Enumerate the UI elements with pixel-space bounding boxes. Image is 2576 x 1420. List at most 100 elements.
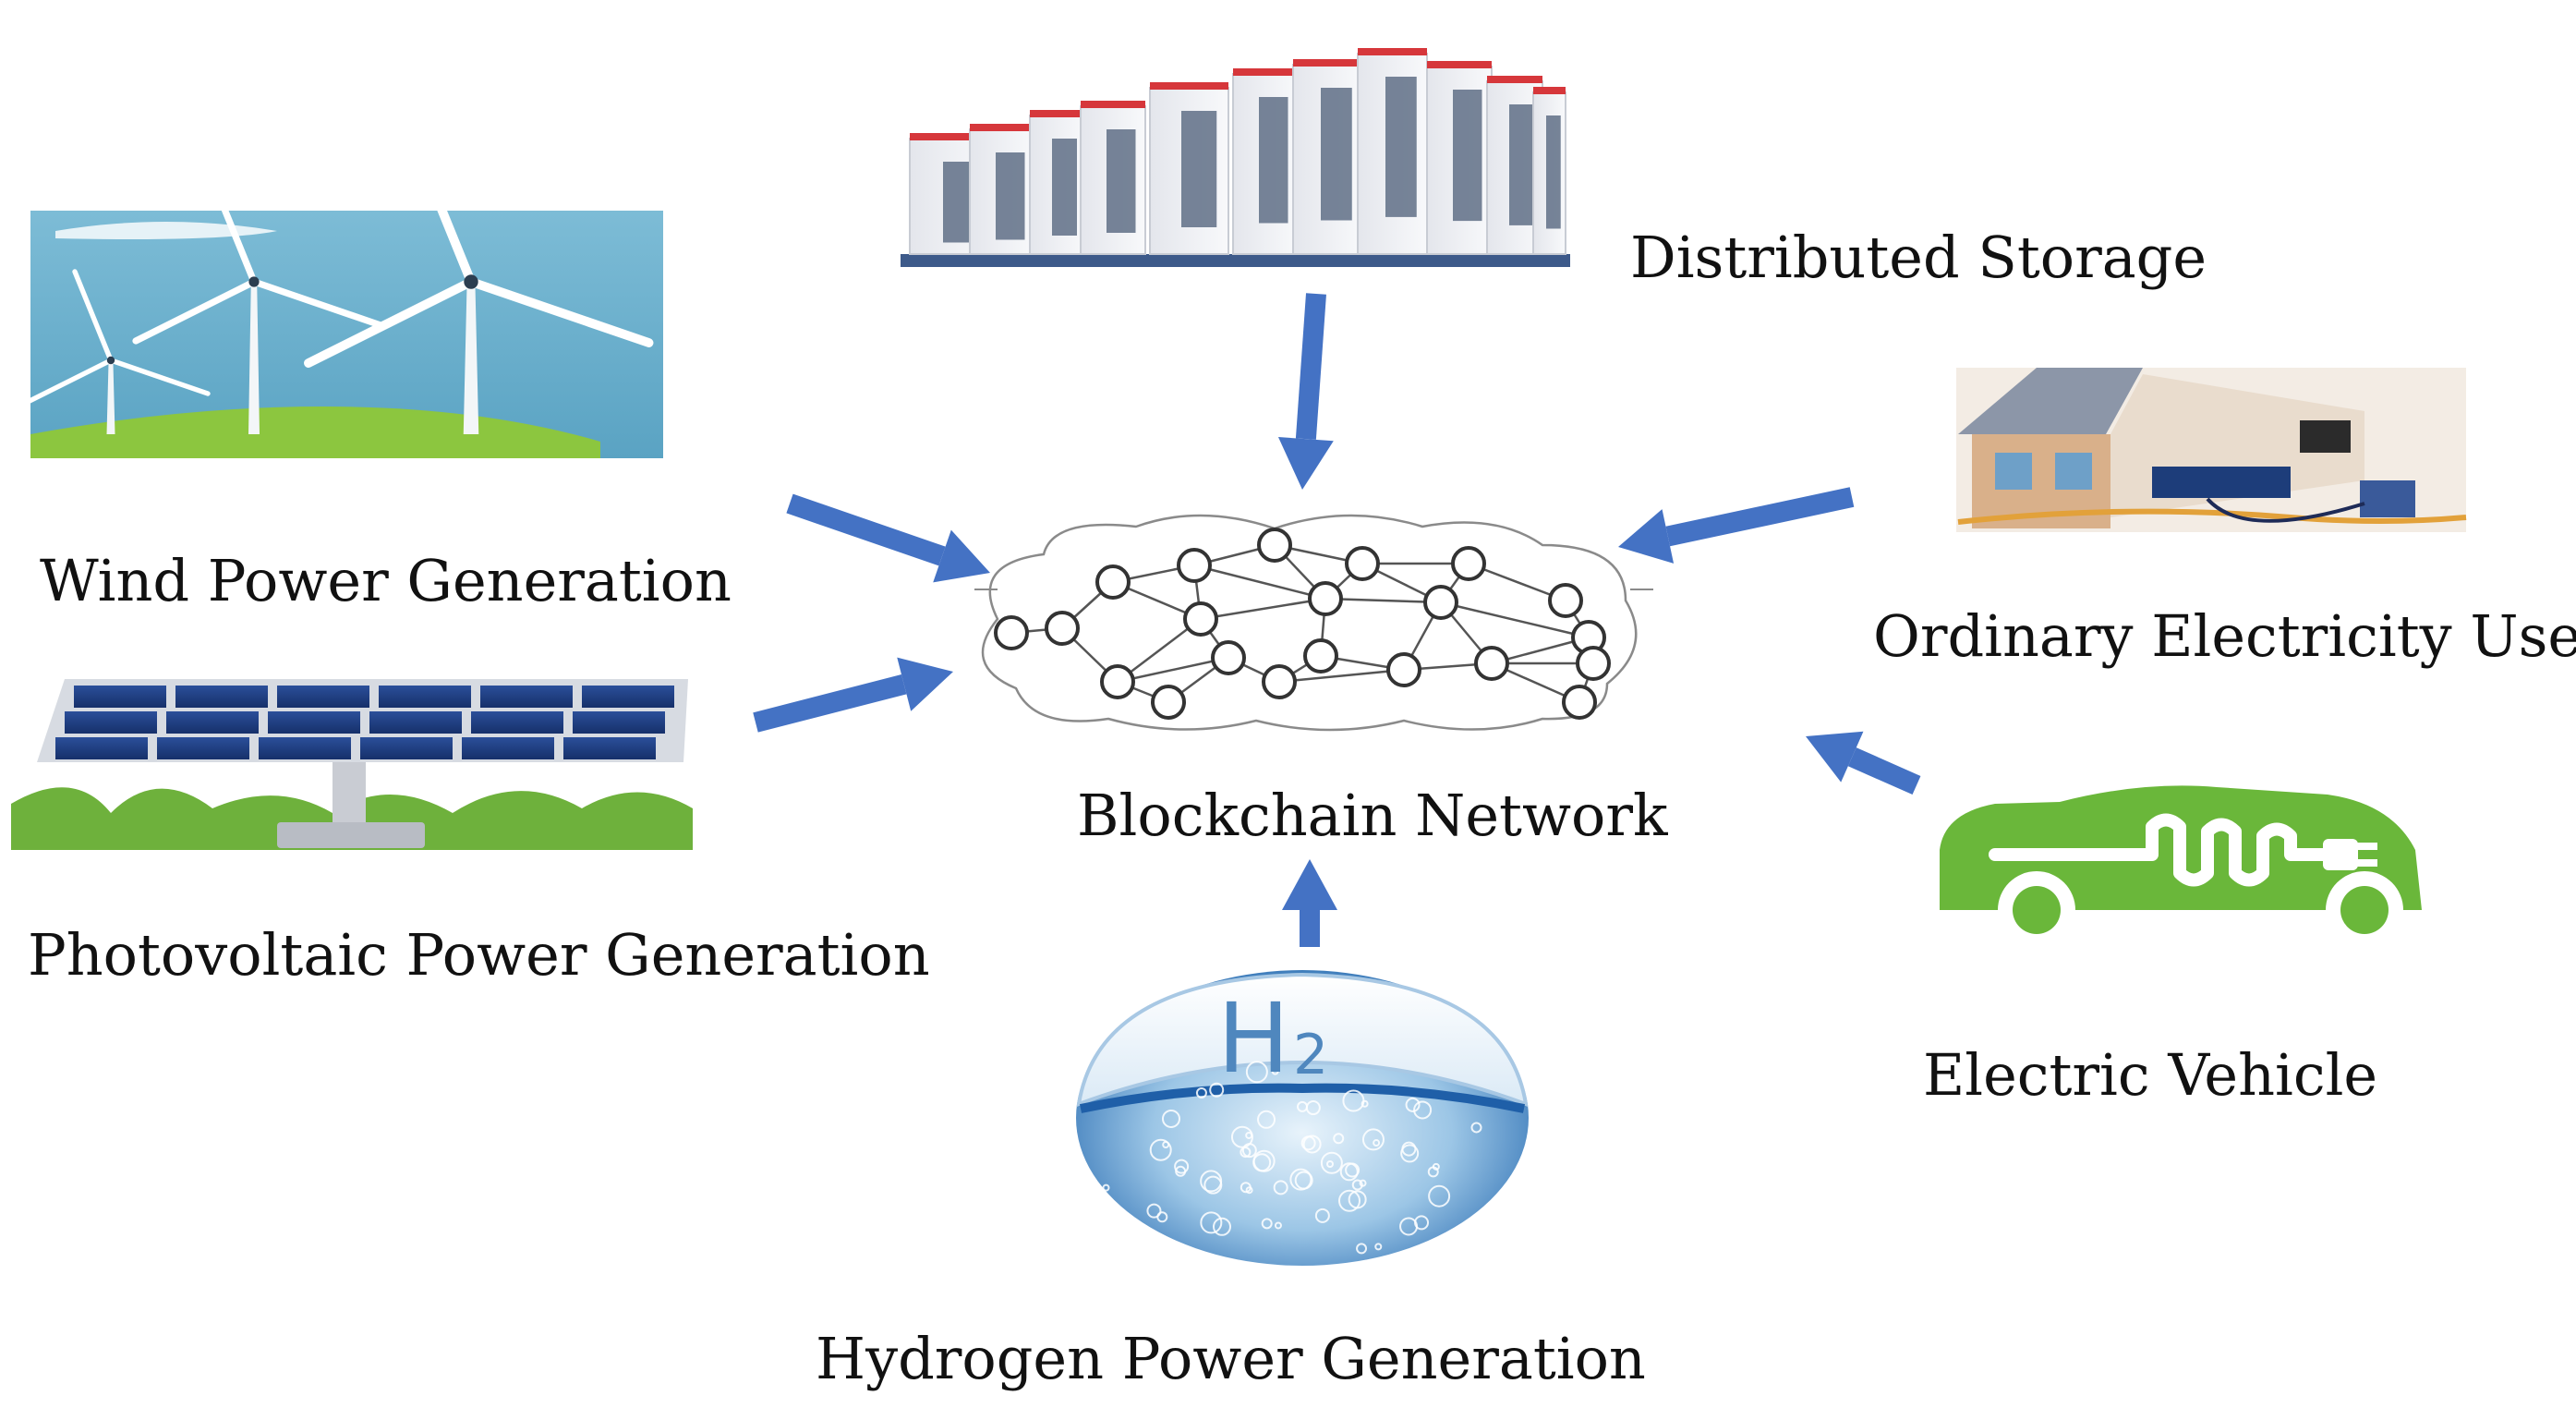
water-bubble bbox=[1261, 1218, 1273, 1230]
arrows bbox=[753, 293, 1921, 947]
pv-cell bbox=[259, 737, 351, 759]
storage-cabinet-cap bbox=[1150, 82, 1228, 90]
network-edge bbox=[1324, 597, 1442, 604]
water-bubble bbox=[1320, 1151, 1343, 1174]
water-bubble bbox=[1338, 1189, 1361, 1212]
water-bubble bbox=[1257, 1110, 1276, 1129]
network-node bbox=[1303, 638, 1338, 674]
arrow-from-hydrogen bbox=[1282, 859, 1337, 947]
water-bubble bbox=[1102, 1183, 1110, 1192]
pv-cell bbox=[277, 686, 369, 708]
network-node bbox=[1100, 664, 1135, 699]
network-node bbox=[1423, 585, 1458, 620]
water-bubble bbox=[1342, 1089, 1365, 1112]
storage-cabinet-cap bbox=[910, 133, 993, 140]
network-node bbox=[1095, 564, 1131, 600]
network-edge bbox=[1200, 597, 1326, 621]
water-bubble bbox=[1245, 1061, 1268, 1084]
wind-turbine-blade bbox=[108, 358, 211, 396]
pv-cell bbox=[480, 686, 573, 708]
storage-cabinet-cap bbox=[1081, 101, 1145, 108]
storage-cabinet-vent bbox=[1181, 111, 1217, 227]
wind-turbine-blade bbox=[466, 277, 654, 347]
arrow-head bbox=[1618, 509, 1675, 564]
arrow-head bbox=[1282, 859, 1337, 910]
storage-cabinet-vent bbox=[1321, 88, 1352, 221]
water-bubble bbox=[1146, 1203, 1162, 1219]
arrow-shaft bbox=[1300, 910, 1320, 947]
water-bubble bbox=[1470, 1122, 1482, 1134]
label-ordinary-electricity-user: Ordinary Electricity User bbox=[1873, 602, 2576, 670]
storage-cabinet-vent bbox=[1107, 129, 1136, 233]
water-bubble bbox=[1294, 1171, 1313, 1190]
water-bubble bbox=[1156, 1211, 1168, 1223]
arrow-shaft bbox=[753, 674, 907, 733]
wind-turbine-blade bbox=[132, 278, 258, 345]
water-bubble bbox=[1274, 1221, 1282, 1230]
wind-turbine-blade bbox=[19, 358, 114, 407]
water-bubble bbox=[1195, 1086, 1207, 1098]
network-node bbox=[994, 615, 1029, 650]
water-bubble bbox=[1400, 1144, 1420, 1163]
water-bubble bbox=[1401, 1141, 1417, 1157]
network-node bbox=[1151, 685, 1186, 720]
label-electric-vehicle: Electric Vehicle bbox=[1923, 1041, 2378, 1109]
label-distributed-storage: Distributed Storage bbox=[1630, 224, 2207, 291]
network-edge bbox=[1440, 601, 1590, 639]
network-node bbox=[1474, 646, 1509, 681]
arrow-from-photovoltaic bbox=[753, 657, 953, 733]
network-node bbox=[1177, 548, 1212, 583]
water-bubble bbox=[1414, 1215, 1430, 1231]
water-bubble bbox=[1361, 1099, 1369, 1108]
storage-cabinet-vent bbox=[1385, 77, 1417, 217]
pv-cell bbox=[65, 711, 157, 734]
label-blockchain-network: Blockchain Network bbox=[1077, 782, 1668, 849]
network-node bbox=[1345, 546, 1380, 581]
arrow-from-ordinary-user bbox=[1618, 487, 1855, 564]
ordinary-user-illustration bbox=[1956, 368, 2467, 532]
network-node bbox=[1386, 652, 1421, 687]
arrow-shaft bbox=[1847, 747, 1921, 795]
pv-cell bbox=[166, 711, 259, 734]
water-bubble bbox=[1432, 1162, 1440, 1171]
network-edge bbox=[1278, 668, 1405, 684]
pv-cell bbox=[573, 711, 665, 734]
wind-turbine-blade bbox=[72, 269, 114, 363]
arrow-shaft bbox=[786, 493, 946, 566]
storage-cabinet-cap bbox=[1533, 87, 1566, 94]
storage-cabinet-cap bbox=[1293, 59, 1362, 67]
water-bubble bbox=[1326, 1160, 1334, 1168]
network-node bbox=[1045, 611, 1080, 646]
water-bubble bbox=[1230, 1125, 1253, 1148]
water-bubble bbox=[1333, 1133, 1345, 1145]
water-bubble bbox=[1273, 1180, 1288, 1195]
storage-cabinet-vent bbox=[996, 152, 1025, 240]
water-bubble bbox=[1356, 1243, 1368, 1255]
wind-turbine-hub bbox=[106, 356, 115, 365]
water-bubble bbox=[1174, 1159, 1190, 1174]
storage-cabinet-cap bbox=[1427, 61, 1492, 68]
hydrogen-illustration: H 2 bbox=[1076, 970, 1529, 1266]
network-node bbox=[1211, 640, 1246, 675]
wind-turbine-blade bbox=[250, 278, 387, 330]
arrow-from-electric-vehicle bbox=[1806, 731, 1921, 795]
water-bubble bbox=[1302, 1135, 1322, 1154]
wind-power-illustration bbox=[19, 115, 663, 458]
water-bubble bbox=[1413, 1100, 1433, 1120]
storage-cabinet-vent bbox=[1052, 139, 1077, 236]
pv-cell bbox=[462, 737, 554, 759]
distributed-storage-illustration bbox=[901, 48, 1570, 267]
water-bubble bbox=[1361, 1128, 1385, 1151]
network-node bbox=[1451, 546, 1486, 581]
water-bubble bbox=[1428, 1184, 1451, 1208]
arrow-head bbox=[933, 529, 990, 583]
arrow-head bbox=[897, 657, 953, 711]
label-wind-power-generation: Wind Power Generation bbox=[40, 547, 732, 614]
network-edge bbox=[1193, 564, 1326, 601]
pv-cell bbox=[360, 737, 453, 759]
network-node bbox=[1548, 583, 1583, 618]
wind-turbine-blade bbox=[202, 160, 258, 285]
water-bubble bbox=[1252, 1153, 1272, 1172]
water-bubble bbox=[1161, 1109, 1180, 1128]
